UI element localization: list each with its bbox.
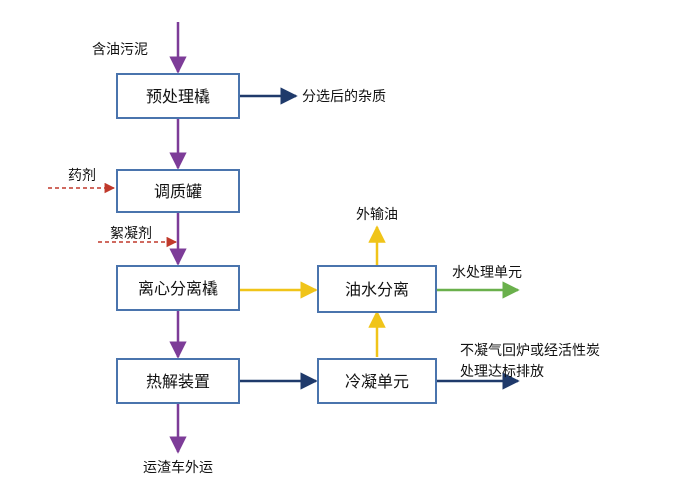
node-oil-water: 油水分离 (317, 265, 437, 313)
label-noncondensable-line2: 处理达标排放 (460, 364, 544, 380)
node-condensing-label: 冷凝单元 (345, 372, 409, 391)
label-reagent: 药剂 (68, 168, 96, 184)
label-flocculant: 絮凝剂 (110, 225, 152, 242)
label-export-oil: 外输油 (356, 207, 398, 223)
node-pretreatment-label: 预处理橇 (146, 87, 210, 106)
node-conditioning-label: 调质罐 (154, 182, 202, 201)
label-noncondensable-line1: 不凝气回炉或经活性炭 (460, 343, 600, 359)
label-water-treatment: 水处理单元 (452, 265, 522, 281)
label-sorted-impurities: 分选后的杂质 (302, 89, 386, 105)
node-pyrolysis: 热解装置 (116, 358, 240, 404)
node-pretreatment: 预处理橇 (116, 73, 240, 119)
label-input-sludge: 含油污泥 (92, 42, 148, 58)
label-residue-transport: 运渣车外运 (143, 459, 213, 476)
node-conditioning: 调质罐 (116, 169, 240, 213)
node-centrifuge: 离心分离橇 (116, 265, 240, 311)
node-centrifuge-label: 离心分离橇 (138, 279, 218, 298)
node-pyrolysis-label: 热解装置 (146, 372, 210, 391)
node-condensing: 冷凝单元 (317, 358, 437, 404)
node-oil-water-label: 油水分离 (345, 280, 409, 299)
